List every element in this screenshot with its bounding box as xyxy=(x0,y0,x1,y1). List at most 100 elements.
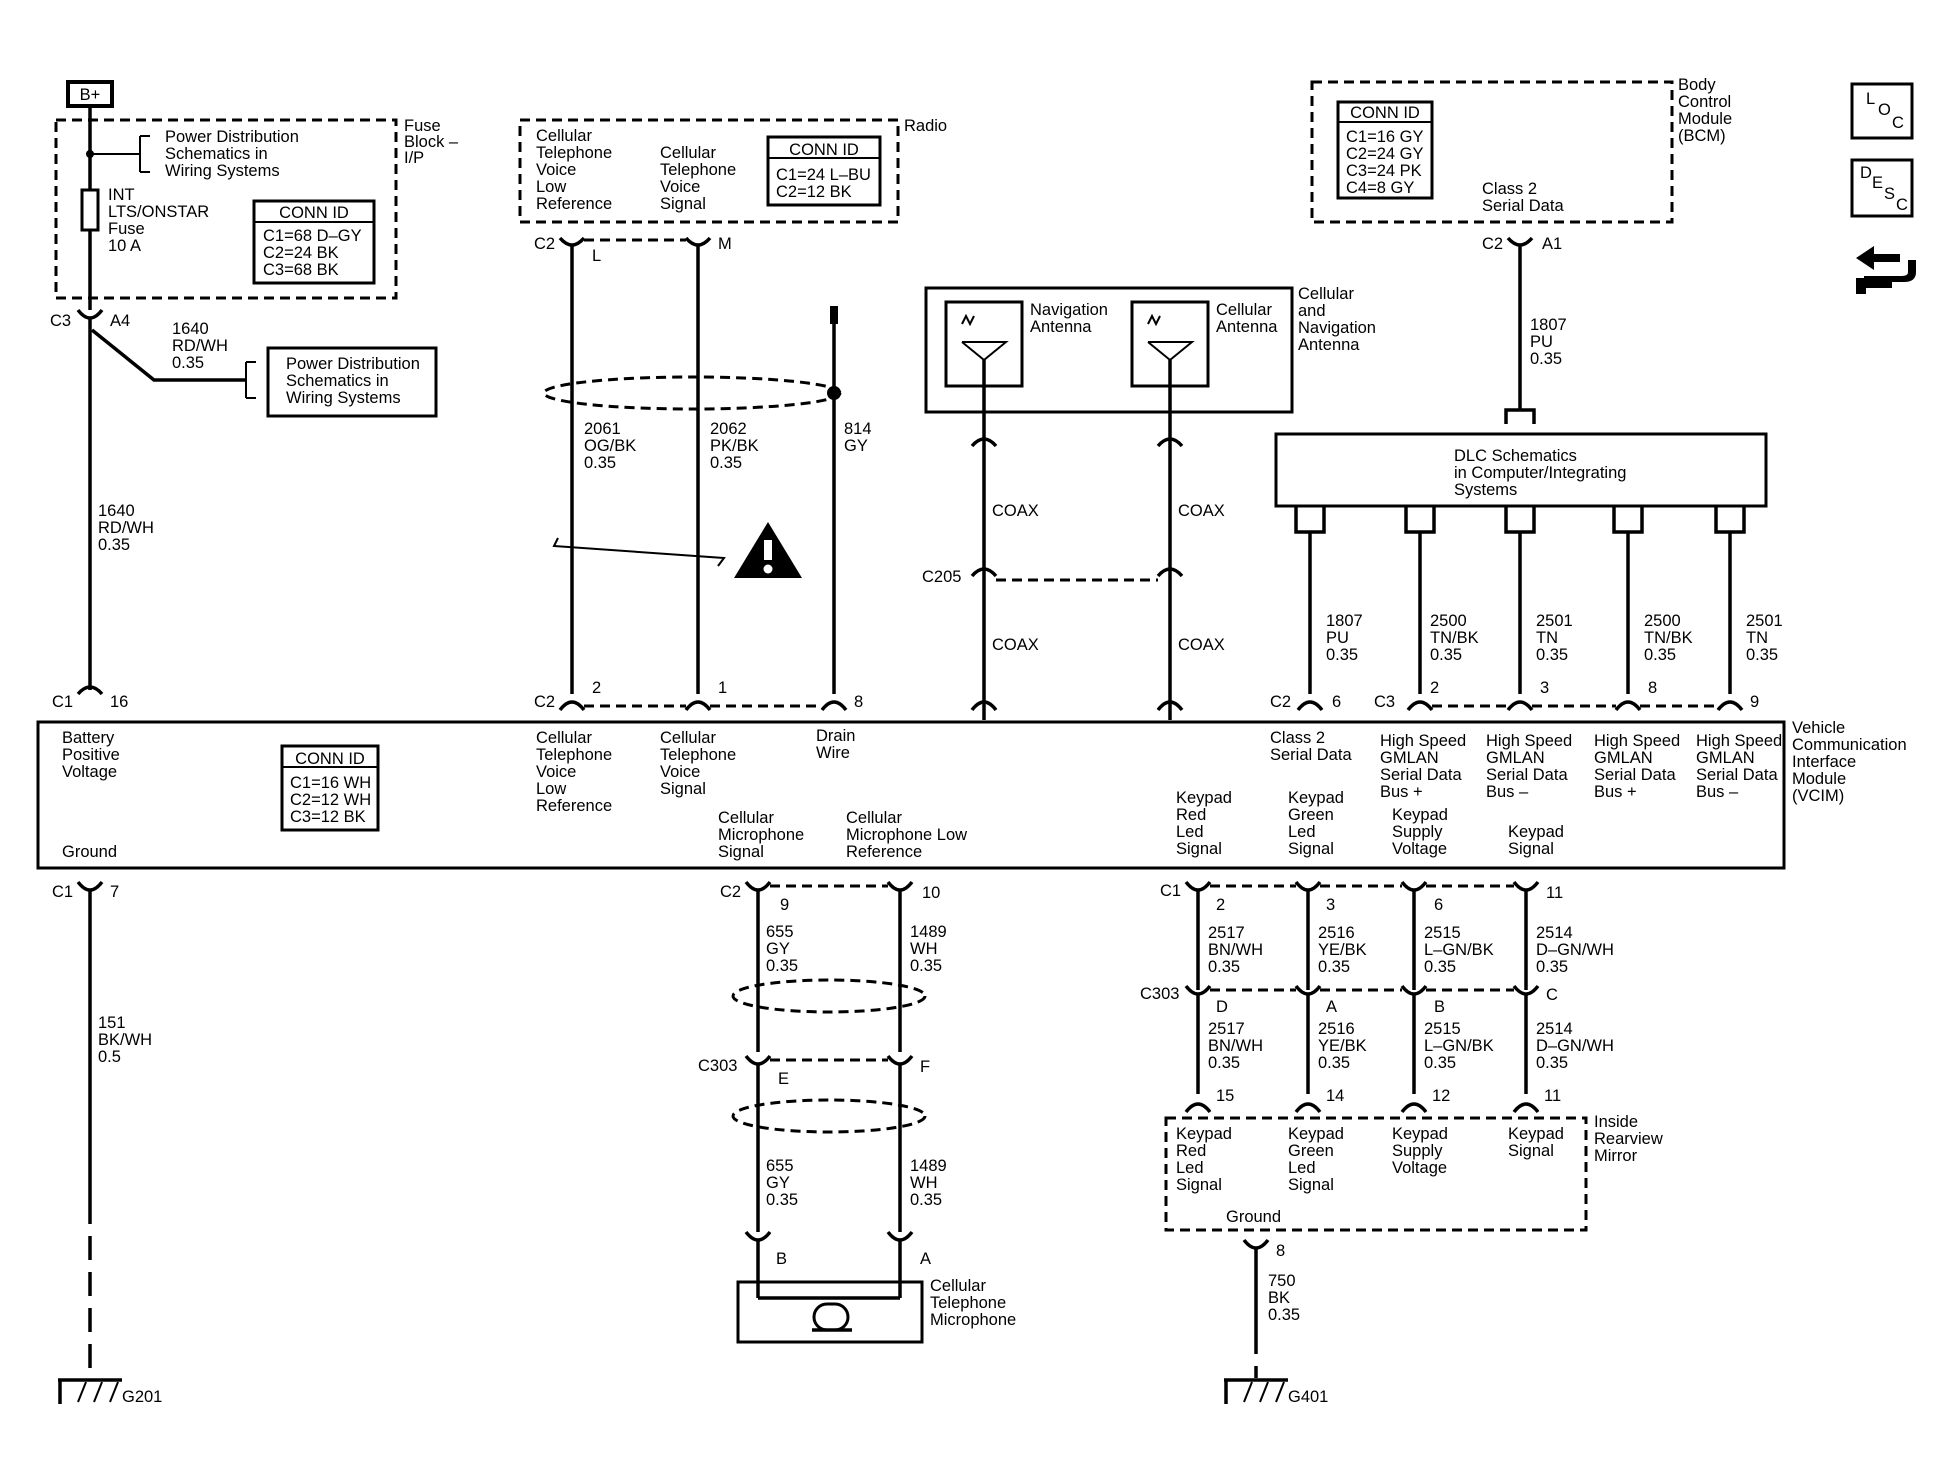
vcim-conn-id-title: CONN ID xyxy=(295,750,365,768)
coax-label-nav-upper: COAX xyxy=(992,502,1039,520)
ground-g401-icon xyxy=(1224,1378,1288,1404)
microphone-icon xyxy=(812,1302,852,1332)
radio-conn-id-box xyxy=(766,135,882,207)
radio-wires-pin-1: 1 xyxy=(718,679,727,697)
svg-text:C: C xyxy=(1896,196,1908,214)
connector-c3-a4 xyxy=(76,308,104,320)
inside-rearview-mirror-boundary xyxy=(1164,1116,1588,1232)
a4-label: A4 xyxy=(110,312,130,330)
coax-label-cell-upper: COAX xyxy=(1178,502,1225,520)
mic-pin-e: E xyxy=(778,1070,789,1088)
kp-pin-11: 11 xyxy=(1546,884,1563,902)
mirror-ground-label: Ground xyxy=(1226,1208,1281,1226)
loc-icon[interactable]: L O C xyxy=(1850,82,1914,140)
b-plus-label: B+ xyxy=(80,86,101,104)
cell-nav-antenna-module xyxy=(924,286,1294,414)
kp-pin-a: A xyxy=(1326,998,1337,1016)
vcim-module-box xyxy=(36,720,1786,870)
left-c1-top: C1 xyxy=(52,693,73,711)
microphone-box xyxy=(736,1280,924,1344)
fuse-conn-id-title: CONN ID xyxy=(279,204,349,222)
kp-c303: C303 xyxy=(1140,985,1179,1003)
kp-pin-11b: 11 xyxy=(1544,1087,1561,1105)
svg-text:E: E xyxy=(1872,174,1883,192)
mic-pin-9: 9 xyxy=(780,896,789,914)
fuse-conn-id-box xyxy=(252,199,376,285)
desc-icon[interactable]: D E S C xyxy=(1850,158,1914,218)
mic-c2: C2 xyxy=(720,883,741,901)
kp-pin-14: 14 xyxy=(1326,1087,1344,1105)
coax-label-nav-lower: COAX xyxy=(992,636,1039,654)
mic-pin-b: B xyxy=(776,1250,787,1268)
connector-tool-icon[interactable] xyxy=(1856,246,1916,294)
radio-pin-m: M xyxy=(718,235,732,253)
bcm-c2: C2 xyxy=(1482,235,1503,253)
svg-text:L: L xyxy=(1866,90,1875,108)
ground-g201-icon xyxy=(58,1378,122,1404)
kp-pin-d: D xyxy=(1216,998,1228,1016)
fuse-icon xyxy=(80,188,100,232)
dlc-c3: C3 xyxy=(1374,693,1395,711)
kp-pin-2: 2 xyxy=(1216,896,1225,914)
dlc-c2: C2 xyxy=(1270,693,1291,711)
kp-pin-6: 6 xyxy=(1434,896,1443,914)
bcm-boundary xyxy=(1310,80,1674,224)
svg-text:S: S xyxy=(1884,185,1895,203)
svg-text:C: C xyxy=(1892,114,1904,132)
bcm-conn-id-title: CONN ID xyxy=(1350,104,1420,122)
bcm-conn-id-box xyxy=(1336,100,1434,200)
fuse-block-boundary xyxy=(54,118,398,300)
radio-wires-pin-2: 2 xyxy=(592,679,601,697)
radio-wires-pin-8: 8 xyxy=(854,693,863,711)
svg-text:D: D xyxy=(1860,164,1872,182)
c3-label: C3 xyxy=(50,312,71,330)
mic-pin-f: F xyxy=(920,1058,930,1076)
left-pin-16: 16 xyxy=(110,693,128,711)
left-pin-7: 7 xyxy=(110,883,119,901)
